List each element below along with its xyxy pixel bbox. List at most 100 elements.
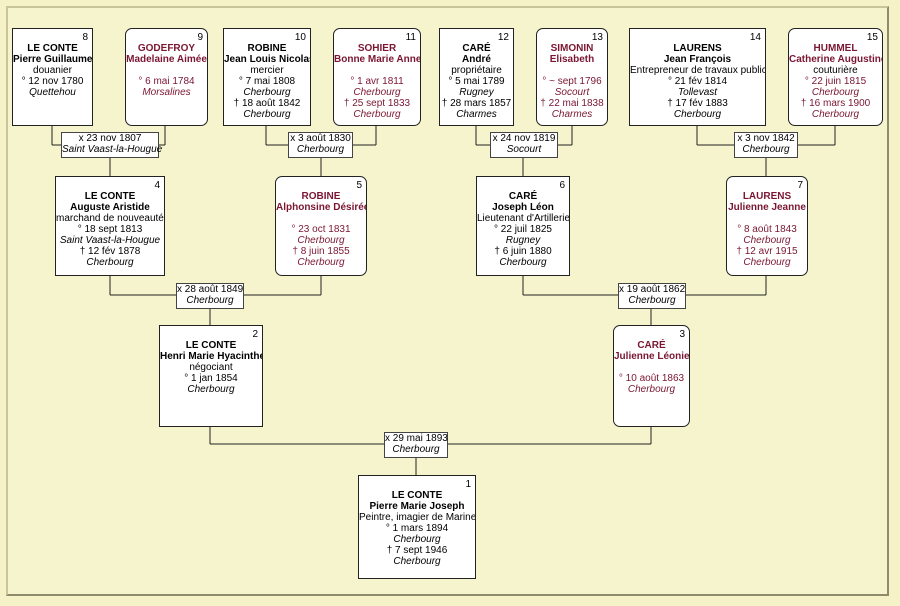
person-number: 11: [405, 32, 416, 43]
person-given-names: Pierre Guillaume: [13, 54, 93, 65]
person-number: 9: [197, 32, 203, 43]
person-death-place: Charmes: [456, 109, 497, 120]
person-surname: CARÉ: [462, 43, 491, 54]
person-number: 7: [797, 180, 803, 191]
person-death-date: † 7 sept 1946: [386, 545, 448, 556]
person-surname: CARÉ: [637, 340, 666, 351]
person-surname: CARÉ: [508, 191, 538, 202]
spacer: [126, 65, 207, 76]
person-birth-place: Rugney: [459, 87, 494, 98]
person-death-date: † 6 juin 1880: [494, 246, 552, 257]
person-death-place: Charmes: [551, 109, 593, 120]
person-death-place: Cherbourg: [243, 109, 291, 120]
person-surname: LAURENS: [673, 43, 722, 54]
person-given-names: Pierre Marie Joseph: [369, 501, 465, 512]
person-number: 8: [82, 32, 88, 43]
person-birth-date: ° 5 mai 1789: [448, 76, 505, 87]
person-birth-date: ° 10 août 1863: [618, 373, 685, 384]
person-birth-date: ° 6 mai 1784: [138, 76, 195, 87]
person-number: 12: [497, 32, 509, 43]
person-occupation: Peintre, imagier de Marine: [359, 512, 476, 523]
person-death-place: Cherbourg: [743, 257, 791, 268]
person-given-names: Jean François: [663, 54, 732, 65]
person-number: 1: [465, 479, 471, 490]
marriage-date: x 24 nov 1819: [492, 133, 556, 144]
marriage-date: x 19 août 1862: [619, 284, 686, 295]
spacer: [614, 362, 689, 373]
person-death-date: † 12 fév 1878: [79, 246, 141, 257]
person-surname: ROBINE: [247, 43, 287, 54]
person-occupation: marchand de nouveautés: [56, 213, 165, 224]
marriage-place: Cherbourg: [742, 144, 790, 155]
person-occupation: Lieutenant d'Artillerie: [477, 213, 570, 224]
person-death-place: Cherbourg: [297, 257, 345, 268]
person-birth-date: ° 22 juil 1825: [494, 224, 552, 235]
person-occupation: couturière: [813, 65, 858, 76]
person-birth-place: Cherbourg: [187, 384, 235, 395]
person-birth-place: Cherbourg: [627, 384, 676, 395]
person-birth-date: ° 8 août 1843: [737, 224, 797, 235]
person-death-place: Cherbourg: [393, 556, 441, 567]
person-birth-place: Cherbourg: [743, 235, 791, 246]
person-given-names: Bonne Marie Anne: [334, 54, 421, 65]
person-birth-date: ° 7 mai 1808: [238, 76, 296, 87]
person-number: 4: [154, 180, 160, 191]
person-birth-place: Quettehou: [29, 87, 76, 98]
person-occupation: mercier: [250, 65, 284, 76]
person-birth-place: Cherbourg: [243, 87, 291, 98]
person-given-names: André: [462, 54, 491, 65]
person-surname: LAURENS: [742, 191, 792, 202]
person-given-names: Joseph Léon: [492, 202, 554, 213]
spacer: [537, 65, 607, 76]
person-surname: LE CONTE: [84, 191, 136, 202]
person-given-names: Auguste Aristide: [70, 202, 150, 213]
person-birth-place: Cherbourg: [393, 534, 441, 545]
person-number: 13: [591, 32, 603, 43]
person-death-date: † 22 mai 1838: [540, 98, 604, 109]
person-death-date: † 28 mars 1857: [441, 98, 512, 109]
person-birth-place: Rugney: [505, 235, 541, 246]
person-given-names: Catherine Augustine: [789, 54, 883, 65]
person-death-place: Cherbourg: [86, 257, 134, 268]
person-death-date: † 16 mars 1900: [800, 98, 871, 109]
marriage-place: Cherbourg: [628, 295, 676, 306]
person-surname: SIMONIN: [550, 43, 594, 54]
marriage-date: x 3 nov 1842: [737, 133, 795, 144]
person-given-names: Alphonsine Désirée: [276, 202, 367, 213]
person-occupation: douanier: [33, 65, 72, 76]
spacer: [727, 213, 807, 224]
person-surname: HUMMEL: [813, 43, 858, 54]
person-death-place: Cherbourg: [353, 109, 401, 120]
person-birth-date: ° 23 oct 1831: [291, 224, 351, 235]
person-death-date: † 18 août 1842: [233, 98, 301, 109]
person-occupation: Entrepreneur de travaux publics: [630, 65, 766, 76]
person-given-names: Henri Marie Hyacinthe: [160, 351, 263, 362]
spacer: [334, 65, 420, 76]
person-death-place: Cherbourg: [499, 257, 547, 268]
marriage-place: Saint Vaast-la-Hougue: [62, 144, 163, 155]
marriage-place: Cherbourg: [392, 444, 440, 455]
person-birth-date: ° 22 juin 1815: [804, 76, 867, 87]
